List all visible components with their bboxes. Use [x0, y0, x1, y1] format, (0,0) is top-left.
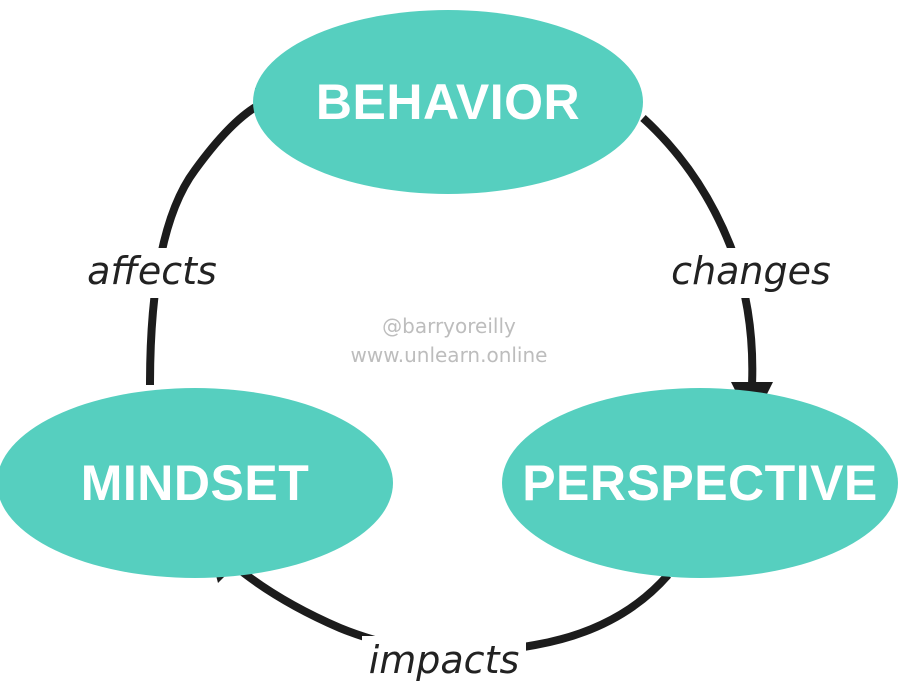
node-mindset-label: MINDSET	[81, 455, 310, 511]
edge-label-changes: changes	[671, 249, 831, 293]
watermark-handle: @barryoreilly	[382, 314, 516, 338]
watermark-website: www.unlearn.online	[351, 343, 548, 367]
node-behavior-shape	[253, 10, 643, 194]
edge-label-affects: affects	[87, 249, 217, 293]
edge-label-changes-bg	[668, 248, 836, 298]
node-mindset: MINDSET	[0, 388, 393, 578]
node-mindset-shape	[0, 388, 393, 578]
arrow-changes	[640, 115, 757, 386]
arrow-affects	[146, 98, 267, 386]
node-behavior-label: BEHAVIOR	[316, 74, 580, 130]
edge-label-affects-bg	[78, 248, 226, 298]
edge-label-impacts: impacts	[369, 638, 520, 682]
node-perspective-shape	[502, 388, 898, 578]
node-perspective: PERSPECTIVE	[502, 388, 898, 578]
edge-label-impacts-bg	[362, 636, 526, 686]
node-perspective-label: PERSPECTIVE	[522, 455, 878, 511]
node-behavior: BEHAVIOR	[253, 10, 643, 194]
